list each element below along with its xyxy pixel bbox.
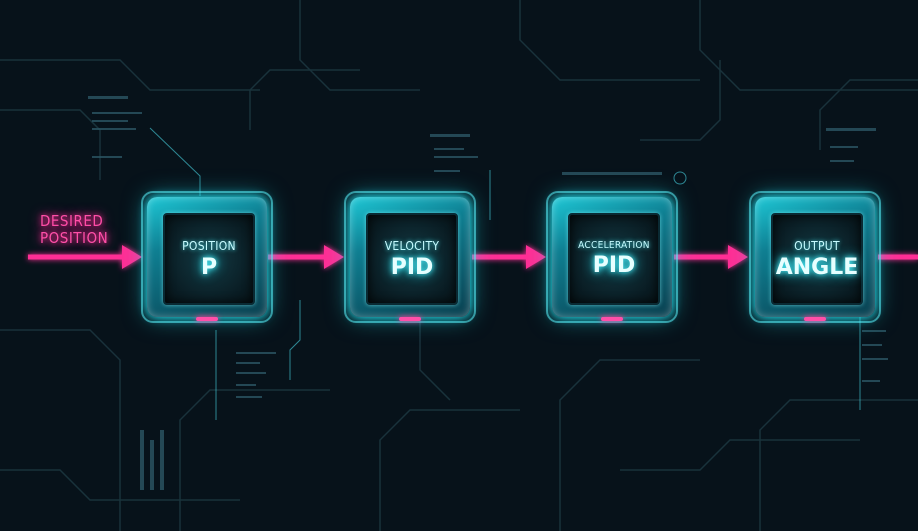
input-label-line1: DESIRED <box>40 212 104 230</box>
status-led <box>601 317 623 321</box>
block-label-line2: P <box>200 254 218 280</box>
block-screen: ACCELERATION PID <box>568 213 660 305</box>
block-screen: OUTPUT ANGLE <box>771 213 863 305</box>
input-label: DESIRED POSITION <box>40 213 108 247</box>
arrow-velocity-to-acceleration <box>472 245 546 269</box>
block-screen: VELOCITY PID <box>366 213 458 305</box>
block-acceleration-pid: ACCELERATION PID <box>546 191 678 323</box>
block-position-p: POSITION P <box>141 191 273 323</box>
status-led <box>399 317 421 321</box>
block-velocity-pid: VELOCITY PID <box>344 191 476 323</box>
block-label-line2: PID <box>390 254 434 280</box>
arrow-position-to-velocity <box>268 245 344 269</box>
arrow-acceleration-to-output <box>674 245 748 269</box>
block-label-line1: VELOCITY <box>384 238 440 253</box>
status-led <box>804 317 826 321</box>
arrow-input-to-position <box>28 245 142 269</box>
block-screen: POSITION P <box>163 213 255 305</box>
input-label-line2: POSITION <box>40 229 109 247</box>
block-output-angle: OUTPUT ANGLE <box>749 191 881 323</box>
block-label-line2: ANGLE <box>775 254 859 280</box>
block-label-line1: ACCELERATION <box>578 240 650 251</box>
block-label-line1: POSITION <box>182 238 236 253</box>
block-label-line1: OUTPUT <box>794 238 840 253</box>
block-label-line2: PID <box>592 253 636 278</box>
status-led <box>196 317 218 321</box>
